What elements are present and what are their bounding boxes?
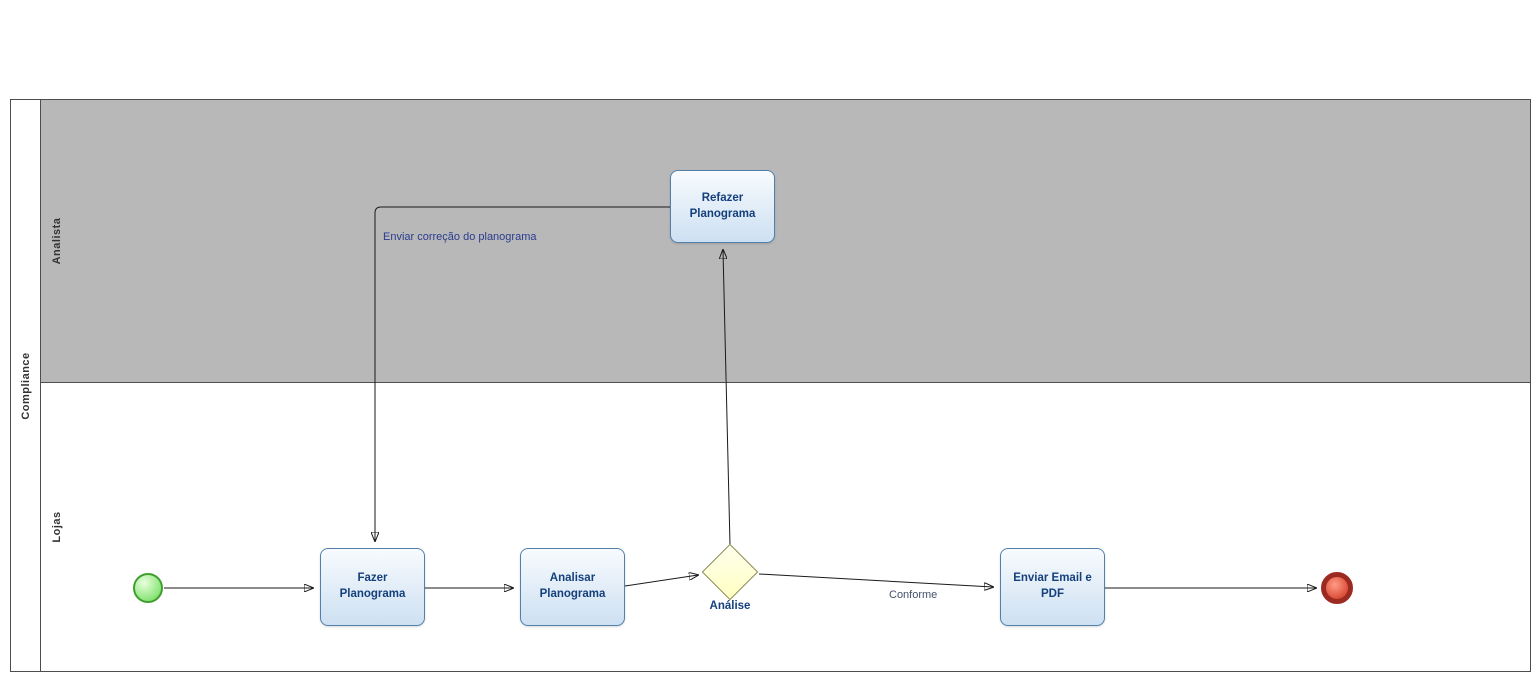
gateway-analise-label: Análise bbox=[709, 600, 751, 612]
task-analisar-planograma[interactable]: Analisar Planograma bbox=[520, 548, 625, 626]
task-analisar-label: Analisar Planograma bbox=[539, 572, 606, 600]
end-event[interactable] bbox=[1321, 572, 1353, 604]
task-enviar-label: Enviar Email e PDF bbox=[1013, 572, 1092, 600]
task-refazer-label: Refazer Planograma bbox=[689, 191, 756, 220]
task-enviar-email-pdf[interactable]: Enviar Email e PDF bbox=[1000, 548, 1105, 626]
lane-analista: Analista bbox=[41, 100, 1530, 383]
flow-gateway-to-refazer[interactable] bbox=[723, 250, 731, 546]
lane-container: Analista Lojas bbox=[41, 100, 1530, 671]
lane-lojas: Lojas bbox=[41, 383, 1530, 671]
task-fazer-planograma[interactable]: Fazer Planograma bbox=[320, 548, 425, 626]
pool-compliance: Compliance Analista Lojas bbox=[10, 99, 1531, 672]
task-fazer-label: Fazer Planograma bbox=[339, 572, 406, 600]
flow-gateway-to-enviar[interactable] bbox=[758, 573, 993, 587]
flow-label-correction: Enviar correção do planograma bbox=[383, 231, 537, 243]
start-event[interactable] bbox=[133, 573, 163, 603]
flow-analisar-to-gateway[interactable] bbox=[624, 575, 698, 587]
flow-refazer-to-fazer[interactable] bbox=[375, 206, 670, 541]
task-refazer-planograma[interactable]: Refazer Planograma bbox=[670, 170, 775, 243]
pool-header: Compliance bbox=[11, 100, 41, 671]
flow-label-conforme: Conforme bbox=[889, 589, 938, 601]
